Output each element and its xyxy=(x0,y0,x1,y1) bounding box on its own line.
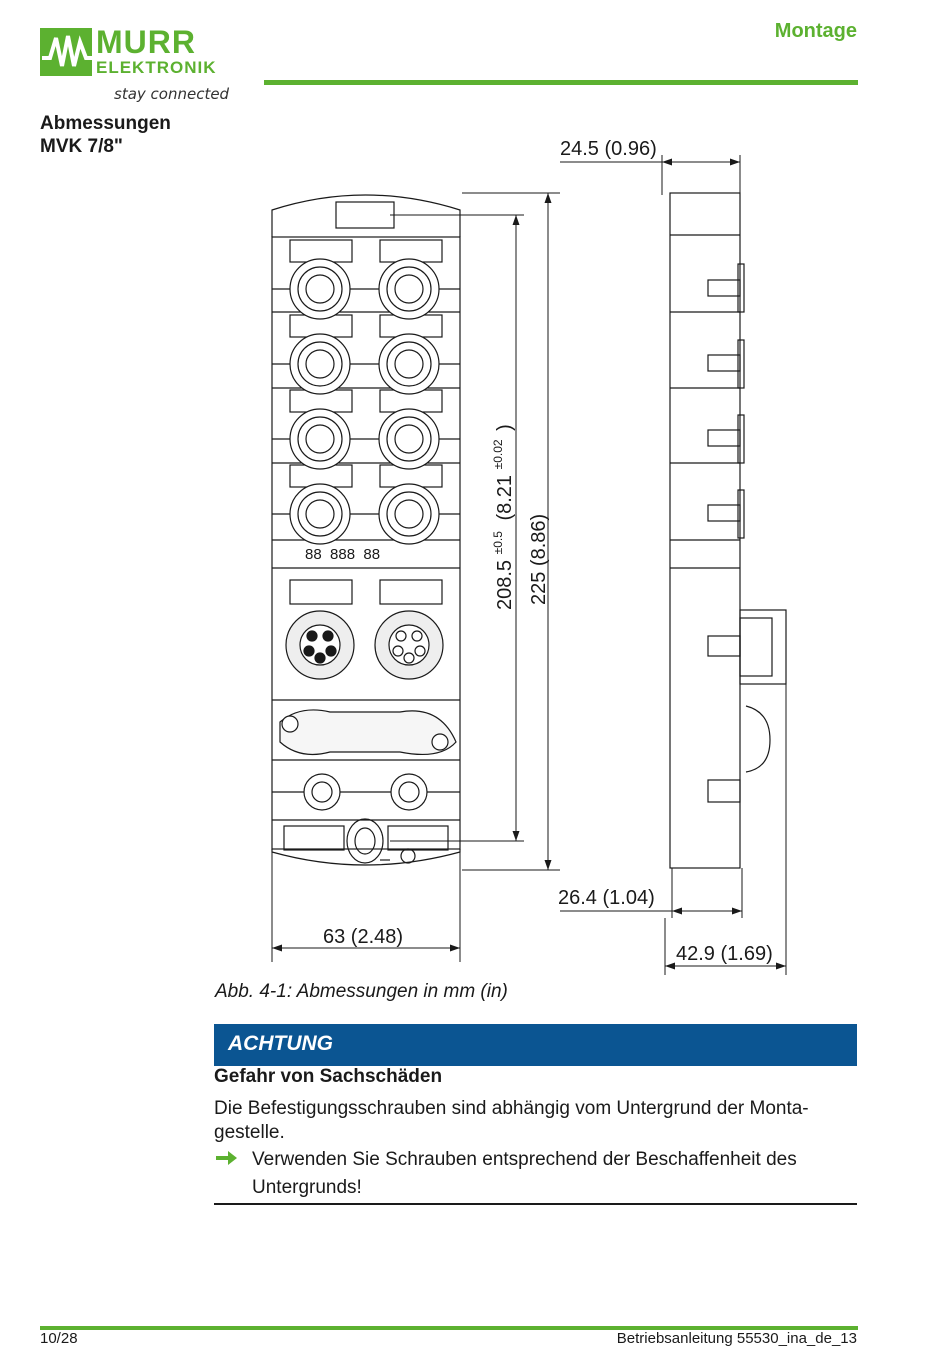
logo-tagline: stay connected xyxy=(114,85,230,103)
m12-connectors xyxy=(272,258,460,545)
dimension-drawing: 88 888 88 xyxy=(271,138,787,975)
label-plates xyxy=(283,239,449,851)
dim-hole-spacing-in: (8.21 xyxy=(494,475,516,521)
dim-hole-spacing-tol: ±0.5 xyxy=(491,531,505,555)
dim-height: 225 (8.86) xyxy=(528,514,550,605)
notice-subtitle: Gefahr von Sachschäden xyxy=(214,1066,443,1087)
page-number: 10/28 xyxy=(40,1330,78,1347)
dim-hole-spacing: 208.5 xyxy=(494,560,516,610)
dim-width: 63 (2.48) xyxy=(323,926,403,948)
mounting-hole xyxy=(346,818,416,864)
power-connectors xyxy=(285,610,444,680)
notice-action: Verwenden Sie Schrauben entsprechend der… xyxy=(252,1149,797,1198)
notice-title: ACHTUNG xyxy=(228,1032,333,1055)
footer-rule xyxy=(40,1326,858,1330)
document-id: Betriebsanleitung 55530_ina_de_13 xyxy=(616,1330,857,1347)
page-heading: Abmessungen MVK 7/8" xyxy=(40,112,171,158)
arrow-right-icon xyxy=(216,1151,237,1165)
dim-hole-spacing-close: ) xyxy=(494,424,516,431)
dim-depth-top: 24.5 (0.96) xyxy=(560,138,657,160)
dim-depth-mid: 26.4 (1.04) xyxy=(558,887,655,909)
section-title: Montage xyxy=(774,20,857,42)
bus-cover xyxy=(279,709,457,755)
logo-word-murr: MURR xyxy=(96,24,196,60)
svg-text:208.5 ±0.5 (8.21: 208.5 ±0.5 (8.21 ±0.02 ) xyxy=(485,424,516,610)
notice-rule xyxy=(214,1203,857,1205)
heading-line-1: Abmessungen xyxy=(40,113,171,134)
dimension-lines xyxy=(271,155,787,975)
dim-hole-spacing-in-tol: ±0.02 xyxy=(491,439,505,469)
dim-depth-total: 42.9 (1.69) xyxy=(676,943,773,965)
murr-logo-icon xyxy=(40,28,92,76)
side-view xyxy=(669,192,787,869)
display-digits: 88 888 88 xyxy=(305,546,380,563)
figure-caption: Abb. 4-1: Abmessungen in mm (in) xyxy=(215,981,508,1002)
logo-word-elektronik: ELEKTRONIK xyxy=(96,58,217,77)
notice-bar xyxy=(214,1024,857,1066)
header-rule xyxy=(264,80,858,85)
front-view xyxy=(271,194,461,866)
m8-connectors xyxy=(272,773,460,811)
heading-line-2: MVK 7/8" xyxy=(40,136,123,157)
notice-text: Die Befestigungsschrauben sind abhängig … xyxy=(214,1098,809,1143)
